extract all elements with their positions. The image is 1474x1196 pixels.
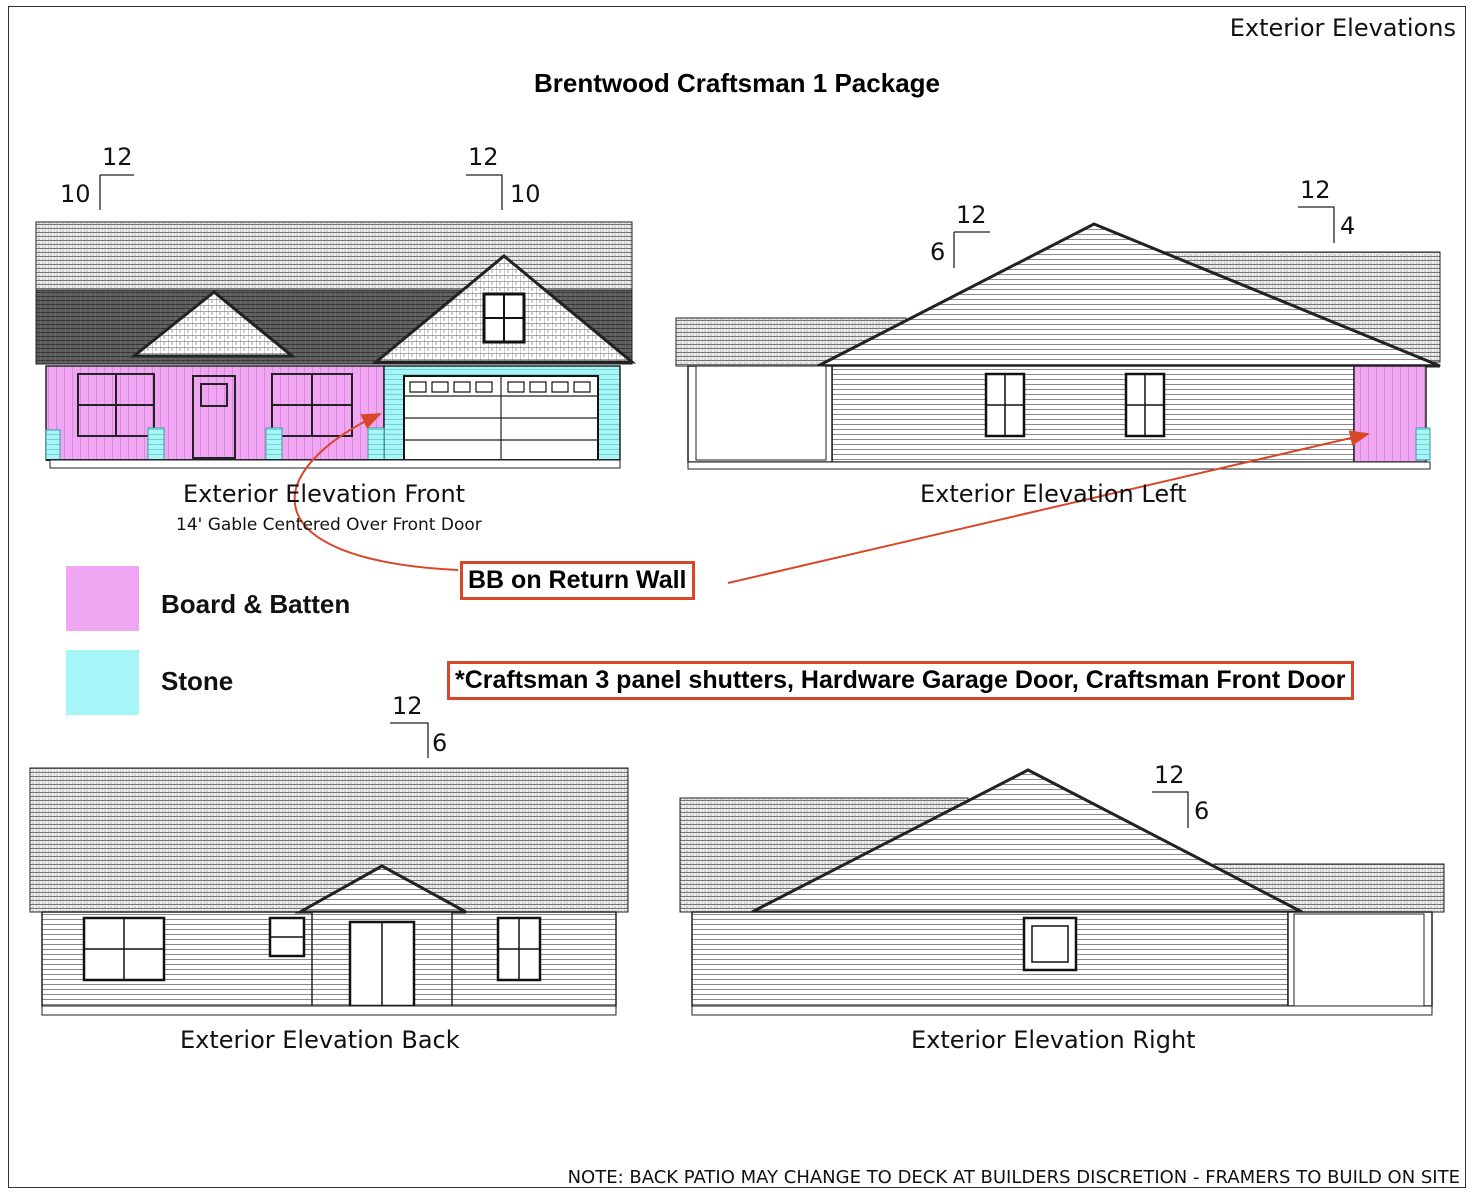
board-batten-swatch [66, 566, 139, 631]
back-elevation-caption: Exterior Elevation Back [180, 1026, 460, 1054]
package-title: Brentwood Craftsman 1 Package [533, 68, 940, 98]
right-elevation-caption: Exterior Elevation Right [911, 1026, 1196, 1054]
right-pitch-rise: 6 [1194, 797, 1210, 825]
left-elevation [675, 206, 1441, 470]
board-batten-label: Board & Batten [161, 589, 351, 619]
left-pitch-left-run: 12 [956, 201, 987, 229]
left-pitch-left-rise: 6 [930, 238, 946, 266]
front-elevation [35, 174, 637, 469]
front-elevation-subcaption: 14' Gable Centered Over Front Door [176, 515, 482, 535]
left-elevation-caption: Exterior Elevation Left [920, 480, 1187, 508]
left-pitch-right-run: 12 [1300, 176, 1331, 204]
callout-arrows [293, 413, 1370, 584]
front-pitch-left-run: 12 [102, 143, 133, 171]
sheet-title: Exterior Elevations [1229, 14, 1456, 42]
back-pitch-rise: 6 [432, 729, 448, 757]
stone-swatch [66, 650, 139, 715]
right-pitch-run: 12 [1154, 761, 1185, 789]
left-pitch-right-rise: 4 [1340, 212, 1356, 240]
stone-label: Stone [161, 666, 234, 696]
footer-note: NOTE: BACK PATIO MAY CHANGE TO DECK AT B… [567, 1167, 1460, 1188]
front-pitch-right-rise: 10 [510, 180, 541, 208]
features-callout: *Craftsman 3 panel shutters, Hardware Ga… [447, 661, 1354, 700]
back-pitch-run: 12 [392, 692, 423, 720]
back-elevation [29, 722, 629, 1016]
front-elevation-caption: Exterior Elevation Front [183, 480, 466, 508]
sheet-border [8, 6, 1466, 1188]
front-pitch-right-run: 12 [468, 143, 499, 171]
right-elevation [679, 768, 1445, 1016]
return-wall-callout: BB on Return Wall [460, 561, 695, 600]
front-pitch-left-rise: 10 [60, 180, 91, 208]
